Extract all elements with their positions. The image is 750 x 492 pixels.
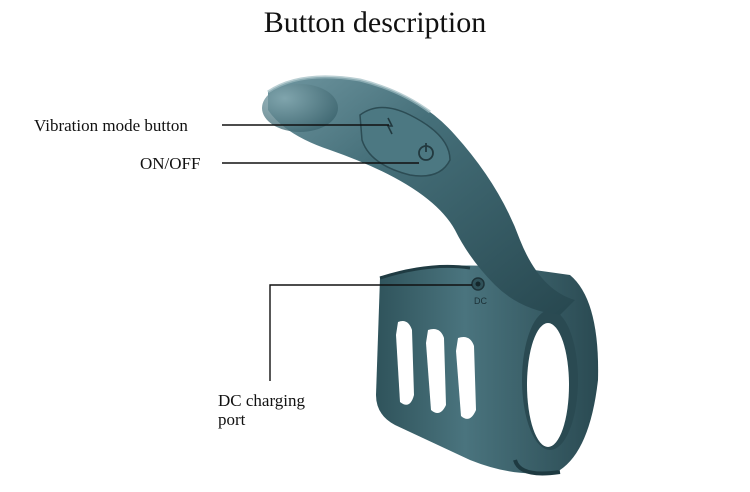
cage-ring xyxy=(376,264,599,476)
dc-label-line-2: port xyxy=(218,410,246,429)
cage-slot xyxy=(396,321,414,405)
cage-slot xyxy=(426,329,446,414)
dc-marking: DC xyxy=(474,296,487,306)
diagram-title: Button description xyxy=(263,6,487,39)
vibration-mode-label: Vibration mode button xyxy=(34,116,188,135)
cage-slot xyxy=(456,337,476,419)
power-icon xyxy=(418,143,434,161)
vibration-mode-button xyxy=(386,117,394,135)
dc-label-line-1: DC charging xyxy=(218,391,306,410)
ring-opening xyxy=(527,323,569,447)
dc-charging-port-label: DC charging port xyxy=(218,391,338,429)
on-off-label: ON/OFF xyxy=(140,154,201,173)
dc-port xyxy=(471,277,485,291)
dc-leader-line xyxy=(269,284,472,381)
